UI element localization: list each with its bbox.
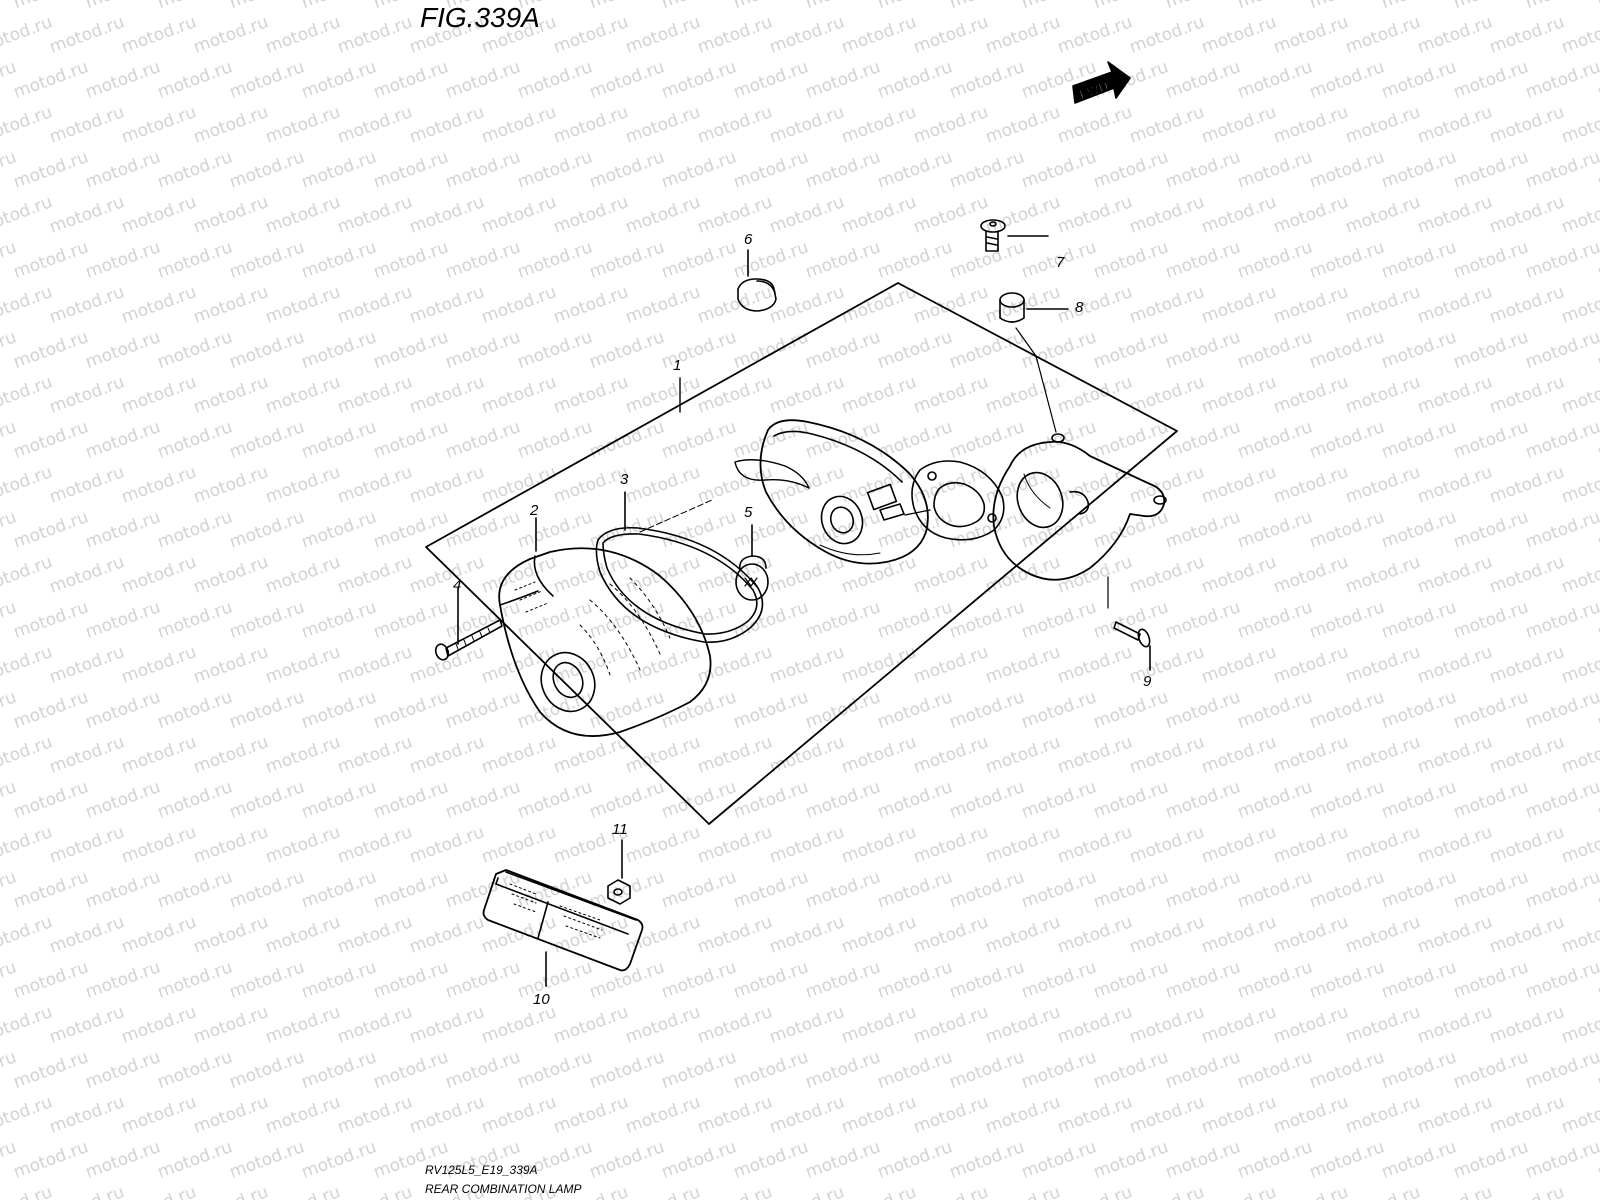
lamp-housing [734, 419, 931, 565]
part-5-bulb [735, 524, 769, 601]
part-4-screw [434, 587, 503, 661]
figure-title: FIG.339A [420, 2, 540, 33]
callout-11: 11 [612, 821, 628, 838]
part-2-lens [498, 517, 712, 737]
assembly-1-box [425, 282, 1178, 825]
callout-9: 9 [1143, 673, 1152, 690]
part-3-gasket [595, 491, 764, 644]
callout-7: 7 [1056, 254, 1065, 271]
part-9-screw [1107, 576, 1151, 671]
part-10-reflector [482, 869, 644, 987]
part-7-screw [980, 219, 1049, 252]
mounting-bracket [992, 433, 1167, 581]
fwd-arrow-icon: FWD [1072, 61, 1131, 104]
callout-6: 6 [744, 231, 753, 248]
callout-1: 1 [673, 357, 681, 374]
callout-4: 4 [453, 577, 461, 594]
callout-8: 8 [1075, 299, 1084, 316]
callout-3: 3 [620, 471, 629, 488]
part-8-spacer [999, 292, 1069, 323]
callout-5: 5 [744, 504, 753, 521]
part-11-nut [607, 839, 631, 905]
callout-2: 2 [529, 502, 539, 519]
part-6-cap [737, 249, 777, 312]
callout-10: 10 [533, 991, 550, 1008]
figure-model-code: RV125L5_E19_339A [425, 1163, 538, 1177]
figure-name: REAR COMBINATION LAMP [425, 1182, 582, 1196]
